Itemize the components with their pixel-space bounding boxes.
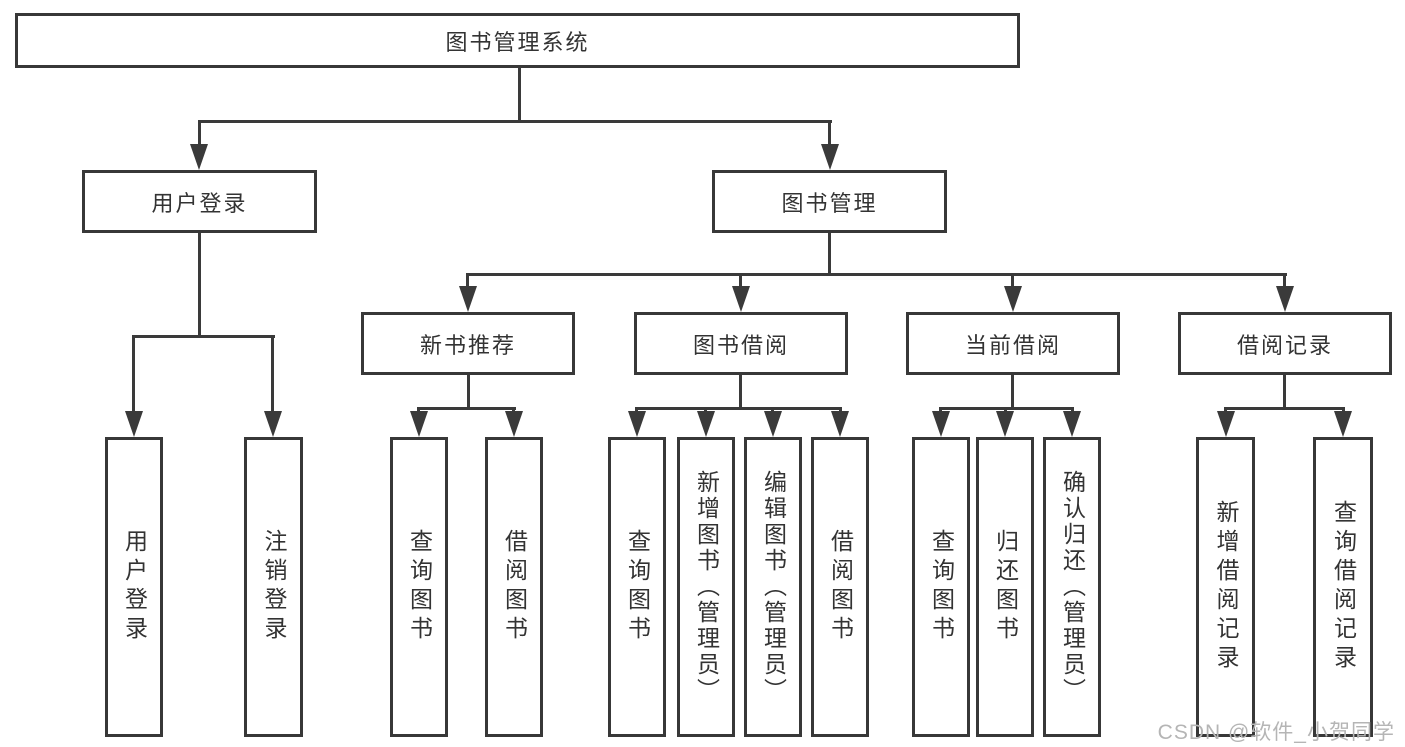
connector-drop-bb-add <box>704 407 707 413</box>
connector-drop-new-book <box>466 273 469 288</box>
arrow-book-borrow <box>732 286 750 312</box>
arrow-bb-query <box>628 411 646 437</box>
arrow-current-borrow <box>1004 286 1022 312</box>
node-current-borrow-label: 当前借阅 <box>964 332 1061 358</box>
connector-new-book-trunk <box>467 375 470 409</box>
connector-drop-nb-borrow <box>512 407 515 413</box>
node-user-login-label: 用户登录 <box>151 190 248 216</box>
leaf-bb-edit-books-label: 编辑图书（管理员） <box>760 470 787 704</box>
node-current-borrow: 当前借阅 <box>906 312 1120 375</box>
leaf-cb-confirm-return-label: 确认归还（管理员） <box>1059 470 1086 704</box>
connector-new-book-bus <box>417 407 516 410</box>
connector-current-borrow-trunk <box>1011 375 1014 409</box>
connector-drop-cb-confirm <box>1071 407 1074 413</box>
node-new-book-rec-label: 新书推荐 <box>419 332 516 358</box>
connector-borrow-records-bus <box>1224 407 1345 410</box>
arrow-user-login <box>190 144 208 170</box>
node-root-label: 图书管理系统 <box>445 29 590 55</box>
arrow-cb-return <box>996 411 1014 437</box>
leaf-cb-confirm-return: 确认归还（管理员） <box>1043 437 1101 737</box>
leaf-nb-query-books-label: 查询图书 <box>406 529 433 645</box>
connector-drop-cb-return <box>1004 407 1007 413</box>
connector-borrow-records-trunk <box>1283 375 1286 409</box>
connector-drop-book-mgmt <box>828 120 831 146</box>
connector-drop-user-login <box>198 120 201 146</box>
connector-drop-br-add <box>1224 407 1227 413</box>
connector-level2-bus <box>467 273 1287 276</box>
leaf-br-add-record: 新增借阅记录 <box>1196 437 1255 737</box>
leaf-nb-borrow-books-label: 借阅图书 <box>501 529 528 645</box>
leaf-bb-borrow-books: 借阅图书 <box>811 437 869 737</box>
leaf-cb-query-books: 查询图书 <box>912 437 970 737</box>
leaf-user-login: 用户登录 <box>105 437 163 737</box>
arrow-borrow-records <box>1276 286 1294 312</box>
connector-drop-leaf-login <box>132 335 135 412</box>
leaf-br-add-record-label: 新增借阅记录 <box>1213 500 1239 674</box>
leaf-nb-query-books: 查询图书 <box>390 437 448 737</box>
leaf-cb-query-books-label: 查询图书 <box>928 529 955 645</box>
arrow-cb-confirm <box>1063 411 1081 437</box>
leaf-bb-query-books-label: 查询图书 <box>624 529 651 645</box>
leaf-bb-edit-books: 编辑图书（管理员） <box>744 437 802 737</box>
leaf-logout: 注销登录 <box>244 437 303 737</box>
arrow-bb-borrow <box>831 411 849 437</box>
connector-user-login-bus <box>132 335 275 338</box>
arrow-nb-query <box>410 411 428 437</box>
connector-drop-nb-query <box>417 407 420 413</box>
leaf-cb-return-books-label: 归还图书 <box>992 529 1019 645</box>
csdn-watermark: CSDN @软件_小贺同学 <box>1157 721 1395 744</box>
node-borrow-records: 借阅记录 <box>1178 312 1392 375</box>
arrow-bb-add <box>697 411 715 437</box>
leaf-br-query-record-label: 查询借阅记录 <box>1330 500 1357 674</box>
leaf-bb-add-books: 新增图书（管理员） <box>677 437 735 737</box>
leaf-bb-query-books: 查询图书 <box>608 437 666 737</box>
leaf-bb-borrow-books-label: 借阅图书 <box>827 529 854 645</box>
arrow-br-add <box>1217 411 1235 437</box>
connector-drop-cb-query <box>939 407 942 413</box>
node-book-borrow: 图书借阅 <box>634 312 848 375</box>
leaf-bb-add-books-label: 新增图书（管理员） <box>693 470 720 704</box>
node-user-login: 用户登录 <box>82 170 317 233</box>
connector-drop-book-borrow <box>739 273 742 288</box>
leaf-logout-label: 注销登录 <box>261 529 287 645</box>
node-root: 图书管理系统 <box>15 13 1020 68</box>
arrow-book-mgmt <box>821 144 839 170</box>
connector-drop-current-borrow <box>1011 273 1014 288</box>
arrow-leaf-login <box>125 411 143 437</box>
leaf-cb-return-books: 归还图书 <box>976 437 1034 737</box>
leaf-nb-borrow-books: 借阅图书 <box>485 437 543 737</box>
leaf-user-login-label: 用户登录 <box>121 529 148 645</box>
node-book-mgmt-label: 图书管理 <box>781 190 878 216</box>
connector-book-borrow-trunk <box>739 375 742 409</box>
node-new-book-rec: 新书推荐 <box>361 312 575 375</box>
connector-level1-bus <box>198 120 832 123</box>
node-book-mgmt: 图书管理 <box>712 170 947 233</box>
connector-drop-br-query <box>1342 407 1345 413</box>
connector-book-borrow-bus <box>635 407 842 410</box>
connector-user-login-trunk <box>198 233 201 335</box>
connector-drop-bb-query <box>635 407 638 413</box>
connector-drop-bb-borrow <box>839 407 842 413</box>
leaf-br-query-record: 查询借阅记录 <box>1313 437 1373 737</box>
connector-root-trunk <box>518 67 521 120</box>
arrow-new-book <box>459 286 477 312</box>
connector-drop-borrow-records <box>1283 273 1286 288</box>
arrow-nb-borrow <box>505 411 523 437</box>
arrow-cb-query <box>932 411 950 437</box>
node-borrow-records-label: 借阅记录 <box>1236 332 1333 358</box>
arrow-leaf-logout <box>264 411 282 437</box>
connector-book-mgmt-trunk <box>828 233 831 275</box>
connector-drop-bb-edit <box>771 407 774 413</box>
arrow-bb-edit <box>764 411 782 437</box>
arrow-br-query <box>1334 411 1352 437</box>
connector-drop-leaf-logout <box>271 335 274 412</box>
node-book-borrow-label: 图书借阅 <box>692 332 789 358</box>
